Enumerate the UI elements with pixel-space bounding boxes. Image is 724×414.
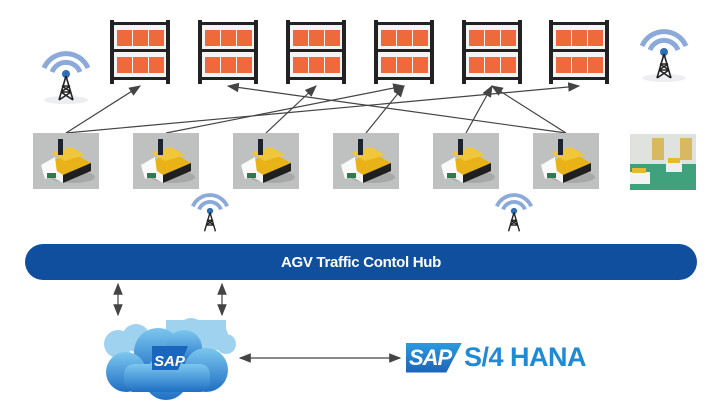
storage-rack-4[interactable] [372, 20, 436, 84]
sap-s4hana-logo: SAP S/4 HANA [406, 342, 587, 373]
warehouse-photo [630, 134, 696, 190]
agv-robot-3[interactable] [233, 133, 299, 189]
agv-robot-5[interactable] [433, 133, 499, 189]
agv-robot-1[interactable] [33, 133, 99, 189]
assignment-arrow-agv-3-to-rack-3 [265, 85, 317, 134]
assignment-arrow-agv-2-to-rack-4 [165, 83, 406, 134]
storage-rack-2[interactable] [196, 20, 260, 84]
wireless-tower-icon [191, 193, 229, 232]
storage-rack-5[interactable] [460, 20, 524, 84]
cloud-sap-label: SAP [154, 353, 186, 370]
sap-logo-flag: SAP [406, 342, 462, 373]
wireless-tower-icon [639, 29, 689, 82]
s4hana-label: S/4 HANA [464, 342, 587, 372]
assignment-arrow-agv-4-to-rack-4 [365, 85, 405, 134]
storage-rack-1[interactable] [108, 20, 172, 84]
assignment-arrow-agv-6-to-rack-2 [226, 82, 567, 134]
agv-robot-2[interactable] [133, 133, 199, 189]
storage-rack-3[interactable] [284, 20, 348, 84]
storage-rack-6[interactable] [547, 20, 611, 84]
agv-traffic-control-hub[interactable]: AGV Traffic Contol Hub [25, 244, 697, 280]
assignment-arrow-agv-5-to-rack-5 [465, 84, 493, 134]
hub-label: AGV Traffic Contol Hub [280, 253, 442, 271]
agv-robot-4[interactable] [333, 133, 399, 189]
sap-cloud-icon: SAP [104, 318, 236, 400]
assignment-arrow-agv-6-to-rack-5 [490, 85, 567, 134]
wireless-tower-icon [495, 193, 533, 232]
agv-robot-6[interactable] [533, 133, 599, 189]
wireless-tower-icon [41, 51, 91, 104]
assignment-arrow-agv-1-to-rack-1 [65, 85, 142, 134]
